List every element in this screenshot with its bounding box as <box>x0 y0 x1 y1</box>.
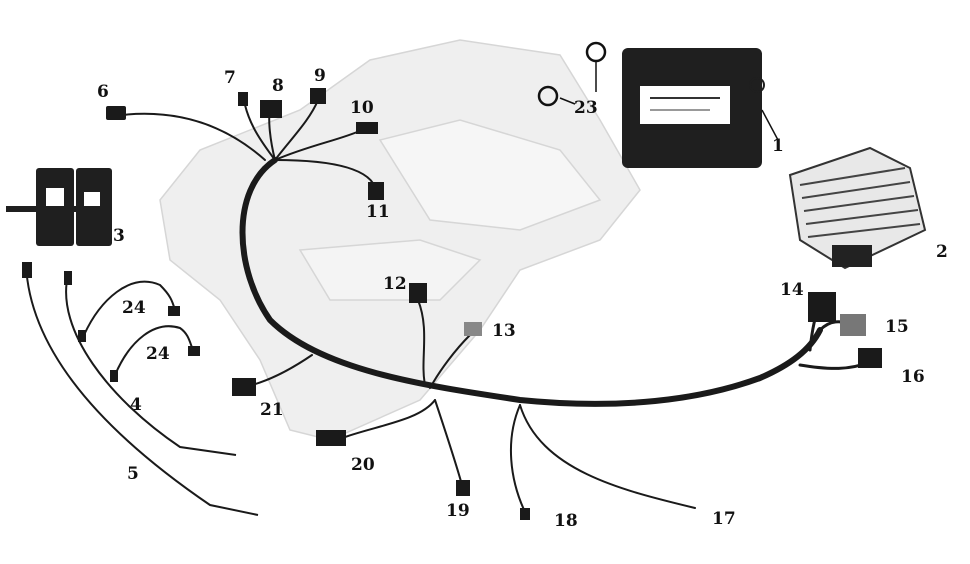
loose-wires <box>25 264 259 516</box>
callout-23: 23 <box>574 98 598 118</box>
connectors <box>106 88 882 520</box>
callout-20: 20 <box>351 455 375 475</box>
callout-9: 9 <box>314 66 326 86</box>
callout-14: 14 <box>780 280 804 300</box>
callout-8: 8 <box>272 76 284 96</box>
callout-13: 13 <box>492 321 516 341</box>
callout-11: 11 <box>366 202 390 222</box>
callout-24-lower: 24 <box>146 344 170 364</box>
callout-15: 15 <box>885 317 909 337</box>
callout-10: 10 <box>350 98 374 118</box>
callout-6: 6 <box>97 82 109 102</box>
ecu-unit <box>622 48 765 168</box>
callout-1: 1 <box>772 136 784 156</box>
callout-17: 17 <box>712 509 736 529</box>
callout-2: 2 <box>936 242 948 262</box>
callout-3: 3 <box>113 226 125 246</box>
callout-24-upper: 24 <box>122 298 146 318</box>
regulator-rectifier <box>788 146 927 270</box>
starter-relay <box>6 168 112 246</box>
callout-18: 18 <box>554 511 578 531</box>
callout-16: 16 <box>901 367 925 387</box>
callout-12: 12 <box>383 274 407 294</box>
background-frame <box>159 39 641 441</box>
callout-5: 5 <box>127 464 139 484</box>
o-ring-lower <box>537 85 559 107</box>
callout-19: 19 <box>446 501 470 521</box>
callout-21: 21 <box>260 400 284 420</box>
callout-7: 7 <box>224 68 236 88</box>
o-ring-upper <box>585 41 607 63</box>
callout-4: 4 <box>130 395 142 415</box>
